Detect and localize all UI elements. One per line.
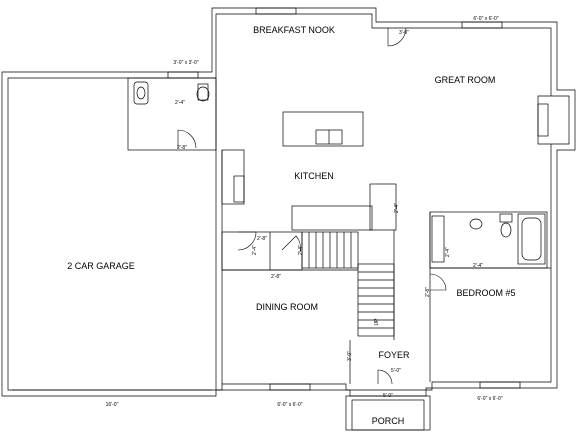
dim-door-nook: 3'-0" (399, 30, 409, 36)
bedroom-bath-wall (429, 211, 548, 269)
half-bath (127, 77, 217, 151)
nook-door-swing-icon (387, 27, 407, 47)
pantry-door-swing-icon (237, 231, 257, 251)
stairs (301, 231, 395, 337)
fireplace (537, 95, 551, 145)
dim-garage-door-small: 2'-8" (177, 145, 187, 151)
closet-door-swing-icon (281, 235, 301, 253)
dim-bed-door: 2'-8" (425, 287, 431, 297)
dim-window-bath: 3'-0" x 3'-0" (173, 60, 198, 66)
dim-garage-width: 16'-0" (106, 402, 119, 408)
dim-foyer-closet: 3'-0" (347, 351, 353, 361)
porch (345, 395, 431, 431)
dim-bath2-side: 2'-4" (445, 247, 451, 257)
kitchen-label: KITCHEN (294, 171, 334, 181)
exterior-wall-outer (1, 7, 576, 397)
dining-room-label: DINING ROOM (256, 302, 318, 312)
toilet-tank-icon (197, 83, 209, 101)
bath-sink-icon (469, 218, 483, 230)
bath-toilet-tank-icon (499, 213, 513, 223)
exterior-wall-inner (7, 13, 570, 391)
dim-bath-door: 2'-4" (175, 100, 185, 106)
dim-window-great: 6'-0" x 6'-0" (473, 16, 498, 22)
toilet-bowl-icon (196, 86, 210, 102)
dim-front-door: 5'-0" (391, 368, 401, 374)
range-icon (233, 175, 245, 203)
bedroom-door-swing-icon (429, 273, 447, 291)
island-counter (282, 111, 364, 147)
counter-left (221, 149, 245, 205)
fireplace-icon (537, 95, 551, 145)
window-half-bath (167, 71, 199, 79)
tub-icon (517, 213, 546, 265)
room-labels: BREAKFAST NOOK GREAT ROOM KITCHEN 2 CAR … (67, 25, 515, 426)
front-door-swing-icon (377, 369, 393, 385)
garage (12, 78, 223, 391)
kitchen-counters (221, 149, 397, 231)
window-great-room (461, 21, 503, 29)
half-bath-wall (127, 77, 217, 151)
great-room-label: GREAT ROOM (435, 75, 496, 85)
dim-bath2-door: 2'-4" (473, 263, 483, 269)
dim-window-bed: 6'-0" x 6'-0" (477, 396, 502, 402)
bath-door-swing-icon (177, 129, 197, 149)
door-swings (377, 27, 447, 385)
stair-up-label: UP (374, 318, 380, 326)
dim-front-door-below: 5'-0" (383, 393, 393, 399)
bath-toilet-bowl-icon (500, 222, 512, 238)
dim-pantry-24b: 2'-4" (298, 245, 304, 255)
fireplace-box (537, 103, 549, 137)
bedroom-bath (429, 211, 548, 269)
dim-closet-24: 2'-4" (252, 245, 258, 255)
bedroom-closet (431, 215, 445, 263)
bedroom5-label: BEDROOM #5 (456, 288, 515, 298)
sink-bowl-icon (136, 86, 146, 100)
tub-basin-icon (521, 217, 542, 261)
dim-pantry-24a: 2'-4" (394, 203, 400, 213)
window-top (255, 7, 297, 15)
counter-bottom (291, 205, 373, 231)
window-bedroom (479, 381, 521, 389)
sink-icon (133, 81, 149, 105)
dimension-labels: 3'-0" x 3'-0" 3'-0" 6'-0" x 6'-0" 2'-4" … (106, 16, 503, 408)
dim-pantry-28: 2'-8" (257, 236, 267, 242)
kitchen-island (282, 111, 364, 147)
window-dining (269, 383, 311, 391)
porch-label: PORCH (372, 416, 405, 426)
dim-window-dining: 6'-0" x 6'-0" (277, 402, 302, 408)
foyer-label: FOYER (378, 350, 410, 360)
windows (167, 7, 521, 391)
porch-inner (351, 399, 425, 431)
breakfast-nook-label: BREAKFAST NOOK (253, 25, 335, 35)
dim-closet-28: 2'-8" (271, 274, 281, 280)
exterior-walls (1, 7, 576, 397)
garage-label: 2 CAR GARAGE (67, 261, 135, 271)
stair-storage (369, 183, 397, 231)
